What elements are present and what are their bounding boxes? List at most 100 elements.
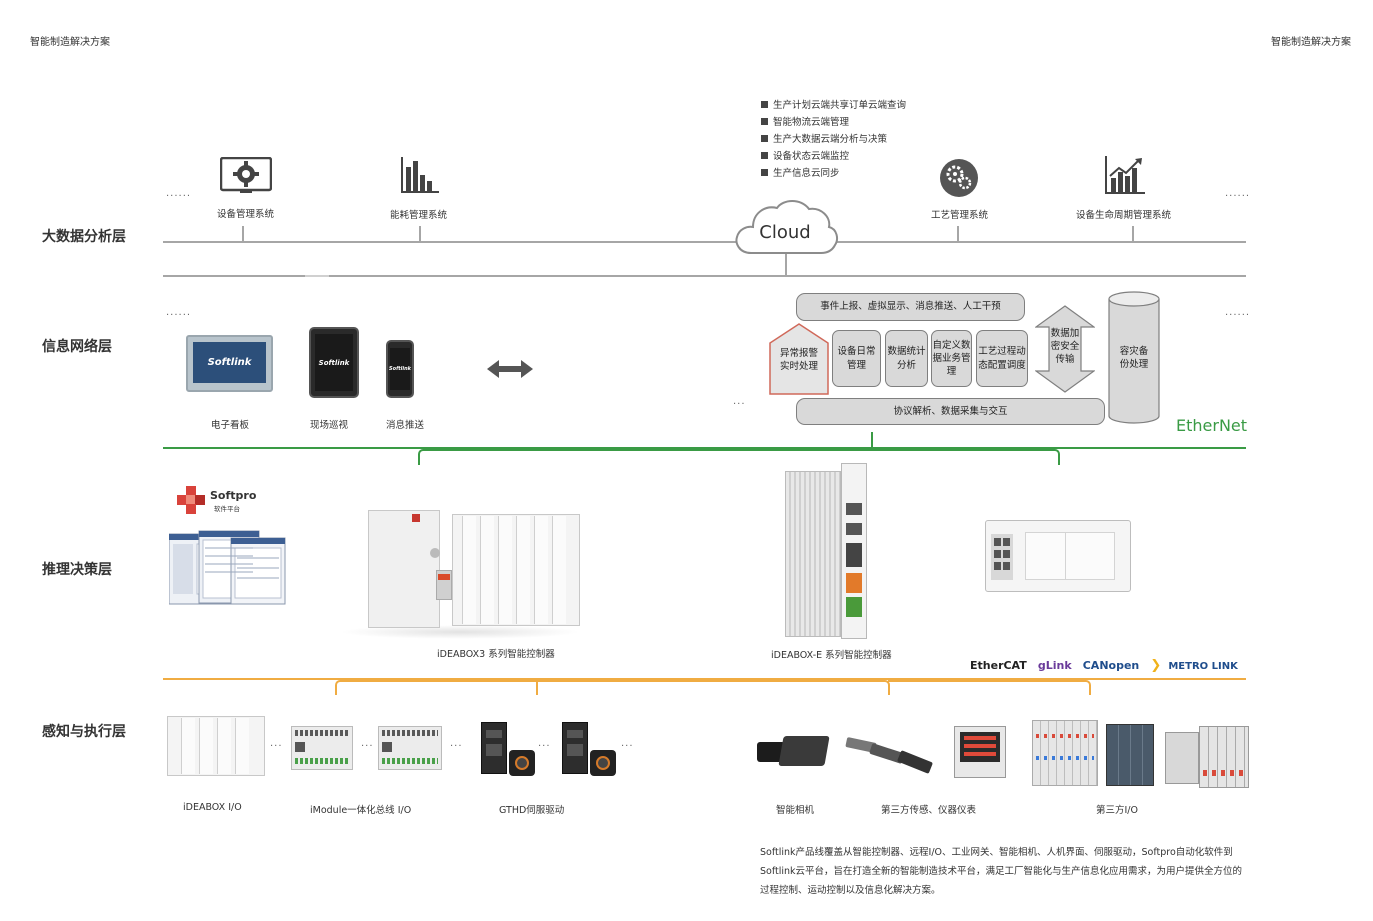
- header-right-title: 智能制造解决方案: [1271, 37, 1351, 48]
- device-caption-push: 消息推送: [386, 420, 425, 431]
- lifecycle-chart-icon: [1105, 156, 1145, 194]
- ellipsis-io-5: ...: [621, 738, 634, 749]
- layer-label-decision: 推理决策层: [42, 562, 112, 578]
- cloud-bullet-list: 生产计划云端共享订单云端查询 智能物流云端管理 生产大数据云端分析与决策 设备状…: [761, 97, 906, 182]
- event-report-bar: 事件上报、虚拟显示、消息推送、人工干预: [796, 293, 1025, 321]
- ideabox-e-controller-image: [783, 463, 869, 643]
- cloud-bullet-item: 生产信息云同步: [761, 165, 906, 182]
- ethercat-logo: EtherCAT: [970, 659, 1027, 672]
- process-gears-icon: [939, 158, 979, 198]
- power-meter-image: [954, 726, 1006, 778]
- system-process-management: 工艺管理系统: [931, 210, 989, 221]
- ellipsis-left-bigdata: ......: [166, 188, 192, 199]
- imodule-image-2: [378, 726, 442, 770]
- ethernet-bus-line: [163, 447, 1246, 449]
- servo-drive-image-2: [562, 722, 618, 780]
- backup-text: 容灾备份处理: [1119, 346, 1149, 370]
- device-brand-label: Softlink: [207, 357, 252, 368]
- ideabox-io-image: [167, 716, 265, 778]
- sensing-caption-imodule: iModule一体化总线 I/O: [310, 805, 412, 816]
- sensing-caption-sensors: 第三方传感、仪器仪表: [881, 805, 977, 816]
- module-process-schedule: 工艺过程动态配置调度: [976, 330, 1028, 387]
- imodule-image-1: [291, 726, 353, 770]
- alarm-pentagon-shape: [769, 323, 829, 395]
- cloud-icon: [733, 197, 839, 257]
- glink-logo: gLink: [1037, 659, 1072, 672]
- controller-ideabox3-caption: iDEABOX3 系列智能控制器: [437, 649, 555, 660]
- ellipsis-mid-info: ...: [733, 396, 746, 407]
- cloud-label: Cloud: [759, 222, 811, 243]
- sensing-caption-third-party-io: 第三方I/O: [1096, 805, 1138, 816]
- device-caption-dashboard: 电子看板: [211, 420, 250, 431]
- ellipsis-right-info: ......: [1225, 307, 1251, 318]
- module-data-stats: 数据统计分析: [885, 330, 928, 387]
- chevron-right-icon: ❯: [1150, 658, 1162, 673]
- sensors-image: [845, 734, 940, 780]
- header-left-title: 智能制造解决方案: [30, 37, 110, 48]
- sensing-caption-servo: GTHD伺服驱动: [499, 805, 565, 816]
- cloud-bullet-item: 设备状态云端监控: [761, 148, 906, 165]
- third-party-io-image-1: [1032, 720, 1098, 786]
- cloud-connector-line: [785, 252, 787, 276]
- ellipsis-io-1: ...: [270, 738, 283, 749]
- system-lifecycle-management: 设备生命周期管理系统: [1076, 210, 1172, 221]
- fieldbus-bracket-right: [888, 680, 1091, 695]
- system-device-management: 设备管理系统: [217, 209, 275, 220]
- ellipsis-left-info: ......: [166, 307, 192, 318]
- protocol-logos: EtherCAT gLink CANopen ❯ METRO LINK: [970, 654, 1244, 673]
- ellipsis-io-2: ...: [361, 738, 374, 749]
- controller-ideabox-e-caption: iDEABOX-E 系列智能控制器: [771, 650, 892, 661]
- sensing-caption-camera: 智能相机: [776, 805, 815, 816]
- device-brand-label: Softlink: [318, 358, 350, 367]
- system-energy-management: 能耗管理系统: [390, 210, 448, 221]
- ethernet-drop-line: [871, 432, 873, 448]
- device-brand-label: Softlink: [389, 366, 411, 372]
- third-party-io-image-3: [1165, 726, 1249, 788]
- module-custom-data: 自定义数据业务管理: [931, 330, 972, 387]
- encryption-double-arrow-shape: [1034, 305, 1096, 393]
- softpro-name: Softpro: [210, 489, 257, 502]
- bracket-line: [1132, 226, 1134, 242]
- encryption-text: 数据加密安全传输: [1050, 328, 1080, 365]
- layer-label-info-network: 信息网络层: [42, 339, 112, 355]
- gateway-device-image: [985, 520, 1131, 596]
- bidirectional-arrow-icon: [487, 358, 533, 380]
- phone-device: Softlink: [386, 340, 414, 398]
- layer-label-sensing: 感知与执行层: [42, 724, 126, 740]
- cloud-bullet-item: 生产计划云端共享订单云端查询: [761, 97, 906, 114]
- ethernet-label: EtherNet: [1176, 416, 1248, 435]
- layer-label-big-data: 大数据分析层: [42, 229, 126, 245]
- ellipsis-right-bigdata: ......: [1225, 188, 1251, 199]
- protocol-parse-bar: 协议解析、数据采集与交互: [796, 398, 1105, 425]
- bracket-line: [419, 226, 421, 242]
- description-paragraph: Softlink产品线覆盖从智能控制器、远程I/O、工业网关、智能相机、人机界面…: [760, 847, 1243, 896]
- alarm-realtime-text: 异常报警实时处理: [779, 348, 818, 372]
- tablet-device: Softlink: [309, 327, 359, 398]
- ethernet-bracket-line: [418, 449, 1060, 465]
- servo-drive-image-1: [481, 722, 537, 780]
- device-management-icon: [219, 156, 273, 195]
- softpro-logo-icon: [177, 486, 205, 514]
- fieldbus-bracket-left: [335, 680, 890, 695]
- softpro-subtitle: 软件平台: [214, 505, 240, 513]
- ellipsis-io-3: ...: [450, 738, 463, 749]
- module-device-daily: 设备日常管理: [832, 330, 881, 387]
- backup-cylinder-shape: [1108, 291, 1160, 424]
- ellipsis-io-4: ...: [538, 738, 551, 749]
- cloud-bullet-item: 智能物流云端管理: [761, 114, 906, 131]
- canopen-logo: CANopen: [1082, 659, 1140, 672]
- device-caption-inspection: 现场巡视: [310, 420, 349, 431]
- sensing-caption-ideabox-io: iDEABOX I/O: [183, 802, 242, 813]
- energy-chart-icon: [401, 157, 439, 193]
- bigdata-bus-line: [163, 241, 1246, 243]
- fieldbus-drop-line: [536, 680, 538, 695]
- dashboard-panel-device: Softlink: [186, 335, 273, 392]
- cloud-bullet-item: 生产大数据云端分析与决策: [761, 131, 906, 148]
- third-party-io-image-2: [1106, 724, 1154, 786]
- smart-camera-image: [757, 732, 833, 770]
- metrolink-logo: METRO LINK: [1168, 661, 1238, 672]
- ideabox3-controller-image: [330, 500, 580, 640]
- bracket-line: [957, 226, 959, 242]
- info-bus-line-segment: [305, 275, 329, 277]
- fieldbus-line: [163, 678, 1246, 680]
